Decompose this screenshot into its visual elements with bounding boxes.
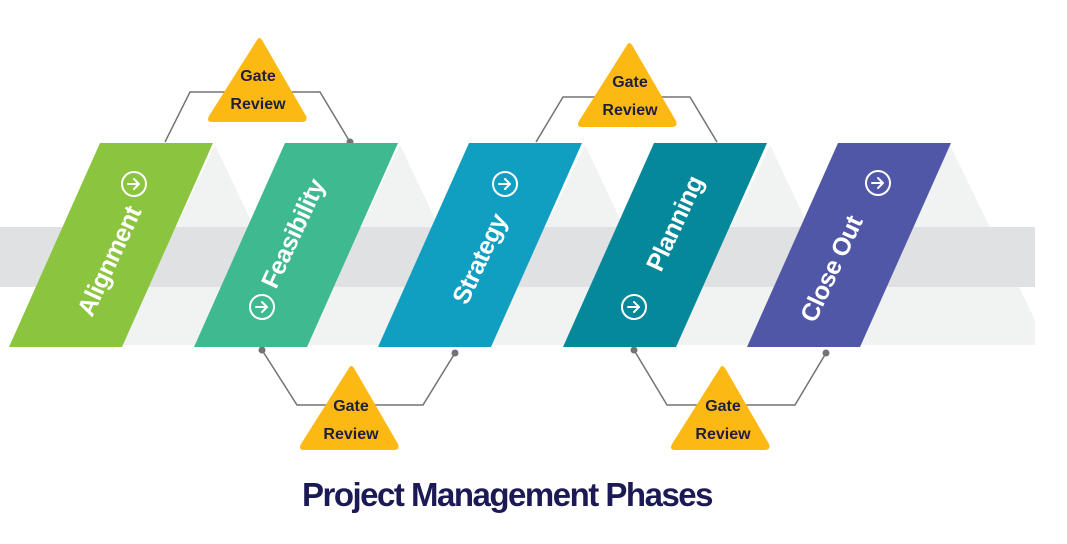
gate-label-line2: Review [695,426,751,443]
arrow-right-circle-icon [621,294,647,320]
phase-planning: Planning [563,143,767,347]
phase-shape [194,143,398,347]
gate-review-1: Gate Review [208,38,307,122]
gate-label-line2: Review [230,96,286,113]
phase-shape [378,143,582,347]
connector-dot [630,346,638,354]
gate-review-3: Gate Review [300,366,399,450]
phase-shape [747,143,951,347]
gate-review-2: Gate Review [578,43,677,127]
diagram-title: Project Management Phases [302,476,712,513]
arrow-right-circle-icon [865,170,891,196]
gate-label-line1: Gate [333,398,369,415]
gate-label-line2: Review [602,102,658,119]
gate-triangle [300,366,399,450]
connector-dot [451,349,459,357]
gate-label-line1: Gate [612,74,648,91]
arrow-right-circle-icon [249,294,275,320]
phase-shape [563,143,767,347]
gate-label-line1: Gate [240,68,276,85]
phase-shape [9,143,213,347]
phase-strategy: Strategy [378,143,582,347]
gate-triangle [208,38,307,122]
gate-triangle [671,366,770,450]
phase-feasibility: Feasibility [194,143,398,347]
connector-dot [258,346,266,354]
connector-dot [822,349,830,357]
gate-label-line2: Review [323,426,379,443]
arrow-right-circle-icon [121,171,147,197]
gate-triangle [578,43,677,127]
gate-review-4: Gate Review [671,366,770,450]
gate-label-line1: Gate [705,398,741,415]
phase-close-out: Close Out [747,143,951,347]
arrow-right-circle-icon [492,171,518,197]
phase-alignment: Alignment [9,143,213,347]
